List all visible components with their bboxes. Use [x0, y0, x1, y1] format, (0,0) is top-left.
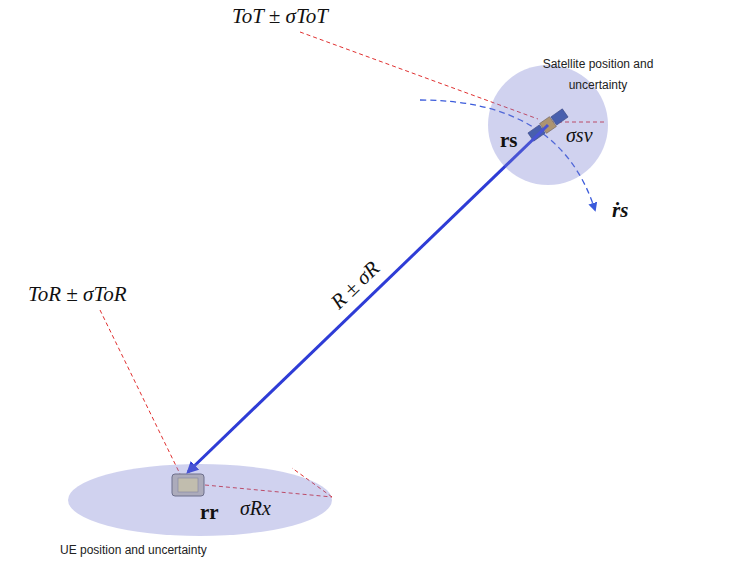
uncertainty-region: Satellite position and uncertainty σsv rs [478, 48, 678, 208]
region-heading: UE position and uncertainty [60, 540, 270, 561]
position-vector: rs [500, 128, 518, 152]
position-vector: rr [200, 500, 219, 524]
leader-line [100, 310, 180, 474]
uncertainty-region: σRxrr UE position and uncertainty [60, 448, 350, 561]
region-fill [68, 464, 332, 536]
range-label: R ± σR [326, 257, 385, 315]
uncertainty-symbol: σsv [566, 124, 593, 147]
signal-path [188, 125, 548, 472]
time-label: ToT ± σToT [232, 4, 328, 28]
velocity-vector: ṙs [612, 198, 628, 222]
region-heading: Satellite position and uncertainty [524, 54, 672, 96]
uncertainty-symbol: σRx [240, 497, 271, 520]
time-label: ToR ± σToR [28, 282, 127, 306]
